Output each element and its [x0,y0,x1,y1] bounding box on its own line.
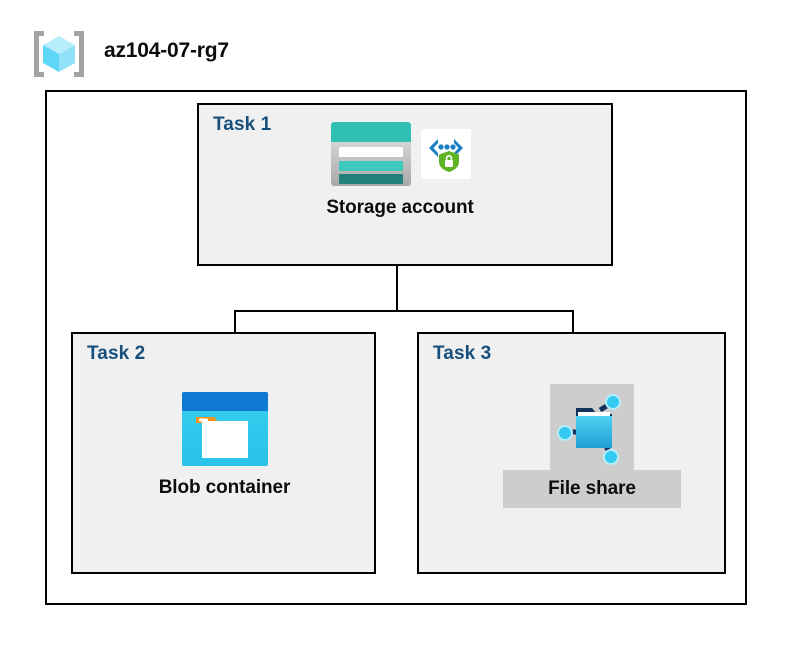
task-3-label: Task 3 [433,343,492,364]
storage-account-icon [329,120,413,188]
task-2-label: Task 2 [87,343,146,364]
node-storage-account[interactable]: Storage account [280,120,520,222]
node-file-share[interactable]: File share [492,384,692,508]
storage-account-icon-group [329,120,471,188]
resource-group-name: az104-07-rg7 [104,39,229,62]
blob-container-icon [180,390,270,468]
file-share-caption: File share [503,470,681,508]
blob-container-icon-group [180,390,270,468]
resource-group-cube-icon [30,28,88,80]
connector-horizontal-bus [234,310,574,312]
resource-group-header: az104-07-rg7 [30,28,450,82]
storage-account-caption: Storage account [326,197,474,218]
secure-endpoint-shield-icon [421,129,471,179]
file-share-icon [554,388,630,466]
blob-container-caption: Blob container [158,477,291,498]
connector-storage-trunk [396,266,398,312]
file-share-icon-group [550,384,634,470]
node-blob-container[interactable]: Blob container [132,390,317,502]
task-1-label: Task 1 [213,114,272,135]
